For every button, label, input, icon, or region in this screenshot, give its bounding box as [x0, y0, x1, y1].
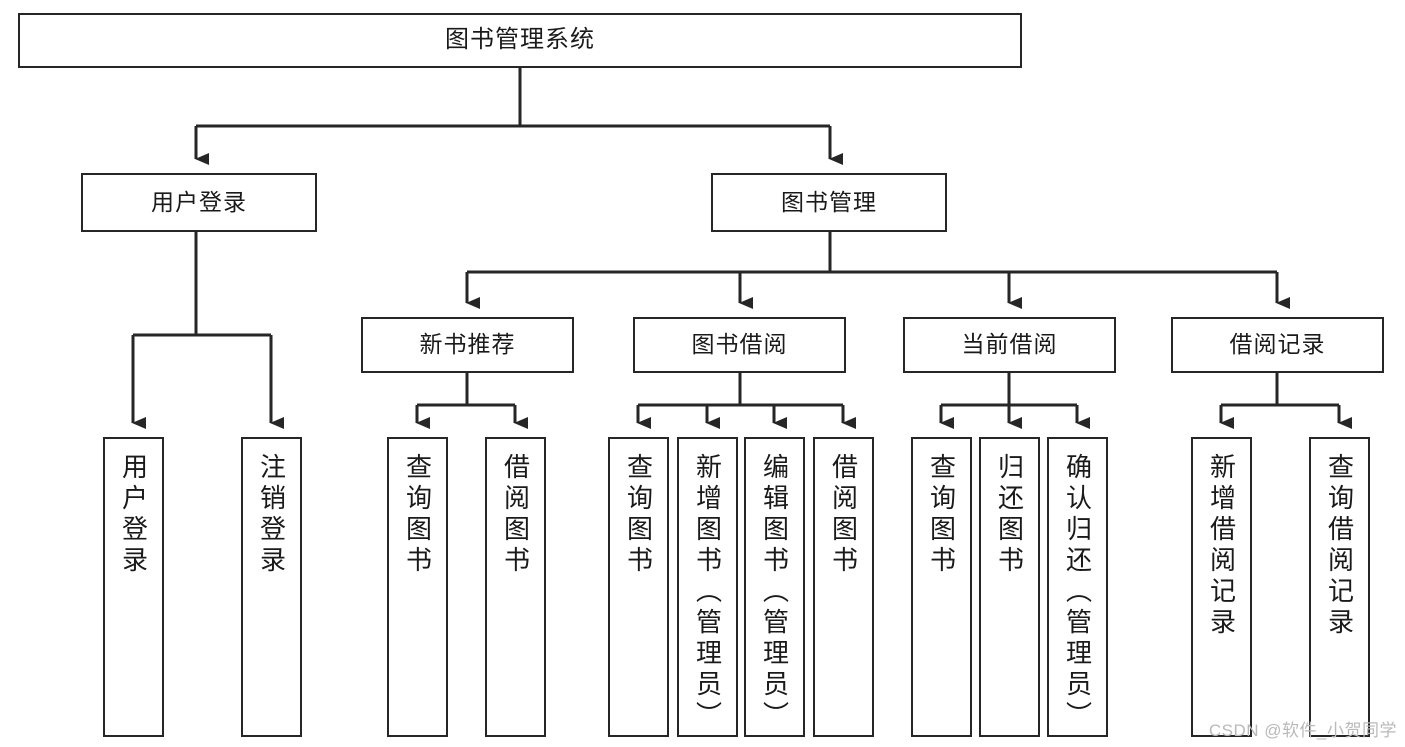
node-leaf-add-record-label: 新增借阅记录	[1206, 453, 1237, 639]
node-root-label: 图书管理系统	[445, 26, 595, 54]
node-leaf-edit-book-label: 编辑图书（管理员）	[759, 453, 790, 732]
node-book-management[interactable]: 图书管理	[711, 173, 947, 232]
node-borrow-record-label: 借阅记录	[1229, 331, 1326, 358]
node-leaf-query-book-1-label: 查询图书	[402, 453, 433, 577]
node-current-borrow[interactable]: 当前借阅	[903, 317, 1116, 373]
node-leaf-borrow-book-1[interactable]: 借阅图书	[485, 437, 546, 737]
node-leaf-query-book-3-label: 查询图书	[926, 453, 957, 577]
watermark-text: CSDN @软件_小贺同学	[1208, 721, 1397, 740]
node-leaf-query-book-2[interactable]: 查询图书	[608, 437, 669, 737]
node-leaf-query-book-2-label: 查询图书	[623, 453, 654, 577]
node-leaf-query-record[interactable]: 查询借阅记录	[1309, 437, 1370, 737]
node-borrow-record[interactable]: 借阅记录	[1171, 317, 1384, 373]
node-root[interactable]: 图书管理系统	[18, 13, 1022, 68]
node-book-borrow[interactable]: 图书借阅	[633, 317, 846, 373]
node-new-book-recommend-label: 新书推荐	[419, 331, 516, 358]
node-user-login[interactable]: 用户登录	[81, 173, 317, 232]
node-user-login-label: 用户登录	[151, 188, 247, 215]
node-leaf-query-record-label: 查询借阅记录	[1324, 453, 1355, 639]
node-leaf-return-book[interactable]: 归还图书	[979, 437, 1040, 737]
node-leaf-query-book-3[interactable]: 查询图书	[911, 437, 972, 737]
node-leaf-confirm-return-label: 确认归还（管理员）	[1062, 453, 1093, 732]
node-leaf-user-login-label: 用户登录	[118, 453, 149, 577]
node-leaf-confirm-return[interactable]: 确认归还（管理员）	[1047, 437, 1108, 737]
node-leaf-query-book-1[interactable]: 查询图书	[387, 437, 448, 737]
node-leaf-borrow-book-2-label: 借阅图书	[828, 453, 859, 577]
node-leaf-user-login[interactable]: 用户登录	[103, 437, 164, 737]
node-book-borrow-label: 图书借阅	[691, 331, 788, 358]
node-leaf-logout-login-label: 注销登录	[256, 453, 287, 577]
node-current-borrow-label: 当前借阅	[961, 331, 1058, 358]
node-leaf-borrow-book-2[interactable]: 借阅图书	[813, 437, 874, 737]
node-leaf-return-book-label: 归还图书	[994, 453, 1025, 577]
node-leaf-add-book-label: 新增图书（管理员）	[692, 453, 723, 732]
node-leaf-add-book[interactable]: 新增图书（管理员）	[677, 437, 738, 737]
node-new-book-recommend[interactable]: 新书推荐	[361, 317, 574, 373]
node-book-management-label: 图书管理	[781, 188, 877, 215]
node-leaf-edit-book[interactable]: 编辑图书（管理员）	[744, 437, 805, 737]
node-leaf-add-record[interactable]: 新增借阅记录	[1191, 437, 1252, 737]
node-leaf-logout-login[interactable]: 注销登录	[241, 437, 302, 737]
node-leaf-borrow-book-1-label: 借阅图书	[500, 453, 531, 577]
